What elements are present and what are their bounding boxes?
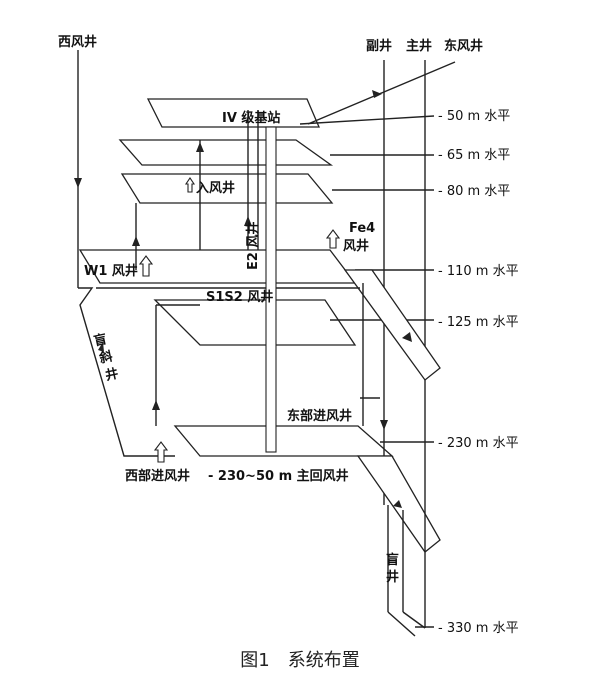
level-plane-65m xyxy=(118,139,334,166)
airflow-arrows xyxy=(138,177,341,463)
auxiliary-shaft xyxy=(380,60,388,505)
west-air-shaft-label: 西风井 xyxy=(58,34,97,50)
blind-shaft-char-1: 盲 xyxy=(386,552,399,568)
level-label-330: - 330 m 水平 xyxy=(438,621,519,636)
level-label-110: - 110 m 水平 xyxy=(438,264,519,279)
blind-shaft-char-2: 井 xyxy=(386,569,399,585)
blind-incline-char-1: 盲 xyxy=(92,331,108,349)
east-intake-label: 东部进风井 xyxy=(287,408,352,424)
level-plane-80m xyxy=(120,173,334,204)
blind-shaft xyxy=(356,455,441,637)
level-label-50: - 50 m 水平 xyxy=(438,109,510,124)
blind-incline-char-2: 斜 xyxy=(97,348,114,367)
level-label-230: - 230 m 水平 xyxy=(438,436,519,451)
east-internal-riser xyxy=(360,283,380,426)
level-label-65: - 65 m 水平 xyxy=(438,148,510,163)
fe4-label-a: Fe4 xyxy=(349,221,375,236)
east-air-shaft-label: 东风井 xyxy=(444,38,483,54)
intake-shaft xyxy=(132,140,204,270)
figure-caption: 图1 系统布置 xyxy=(240,650,359,671)
level-label-80: - 80 m 水平 xyxy=(438,184,510,199)
e2-shaft xyxy=(244,110,277,453)
w1-shaft-label: W1 风井 xyxy=(84,263,138,279)
main-incline xyxy=(343,269,441,381)
blind-incline-label: 盲 斜 井 xyxy=(92,331,120,384)
east-air-shaft xyxy=(307,61,456,125)
level-plane-125m xyxy=(153,299,357,346)
level-plane-230m xyxy=(173,425,394,457)
fe4-label-b: 风井 xyxy=(343,238,369,254)
west-air-shaft xyxy=(74,50,82,288)
level-label-125: - 125 m 水平 xyxy=(438,315,519,330)
iv-base-station-label: IV 级基站 xyxy=(222,110,280,126)
blind-incline-shaft xyxy=(78,287,360,457)
blind-incline-char-3: 井 xyxy=(104,366,120,384)
s1s2-shaft-label: S1S2 风井 xyxy=(206,289,273,305)
e2-shaft-label: E2 风井 xyxy=(245,222,261,270)
main-shaft-label: 主井 xyxy=(406,38,432,54)
main-return-label: - 230~50 m 主回风井 xyxy=(208,468,349,484)
intake-shaft-label: 入风井 xyxy=(196,180,235,196)
level-plane-50m xyxy=(146,98,320,128)
west-intake-label: 西部进风井 xyxy=(125,468,190,484)
auxiliary-shaft-label: 副井 xyxy=(366,38,392,54)
west-internal-riser xyxy=(152,304,200,426)
